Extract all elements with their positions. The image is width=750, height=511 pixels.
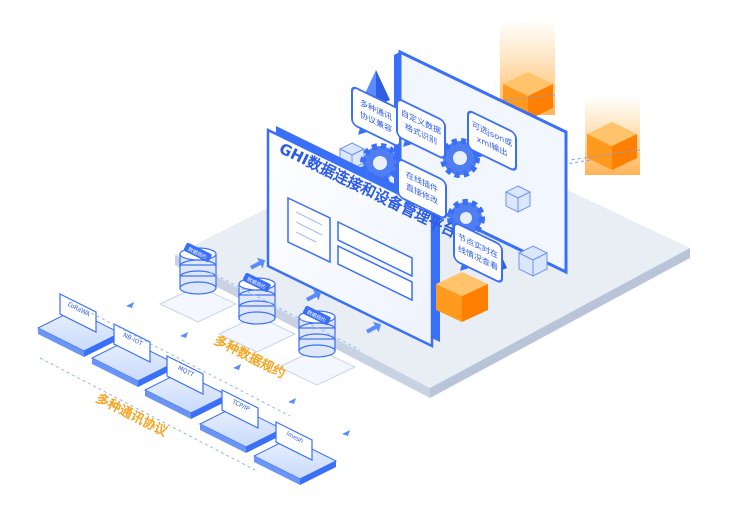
dashed-guide-lines [39,271,361,471]
device-base-side [138,363,174,387]
flow-arrow-icon [288,398,296,404]
database-tag [302,305,331,325]
flow-arrow-icon [233,364,241,370]
bubble-frame [453,222,503,283]
bubble-tail [404,199,414,207]
device-base-side [38,328,84,357]
database-layer-bottom [298,344,336,358]
flow-arrow-icon [342,430,350,436]
device-base-side [200,424,246,453]
device-card [275,421,313,461]
database-layer-bottom [238,311,276,325]
bubble-frame [396,98,446,159]
bubble-tail [460,263,470,271]
flow-arrows [249,257,382,334]
flow-arrow-icon [126,302,134,308]
device-card [59,293,97,333]
bubble-frame [397,158,447,219]
device-card [113,323,151,363]
database-cylinder: 数据规约 [217,272,297,353]
flow-arrow-icon [180,332,188,338]
device-base-side [300,461,336,485]
wireframe-cube-icon-3 [517,245,549,277]
database-cylinder: 数据规约 [158,242,238,323]
device-base-side [191,395,227,419]
device-base-side [254,456,300,485]
device-card [221,389,259,429]
protocol-device: lmesh [252,421,350,485]
device-base-side [84,333,120,357]
protocol-device: NB-IOT [90,323,188,387]
bubble-tail [403,139,413,147]
database-tag [183,242,212,262]
orange-cube-platform [436,272,488,322]
bubble-tail [358,127,368,135]
feature-bubbles: 多种通讯协议兼容自定义数据格式识别可选json或xml输出在线插件直接修改节点实… [351,86,517,283]
protocol-device: MQTT [143,355,241,419]
device-base-side [145,390,191,419]
database-cylinder: 数据规约 [277,305,357,386]
gear-icon-2 [440,138,480,178]
database-layer-bottom [179,281,217,295]
bubble-frame [467,110,517,171]
device-base-side [246,429,282,453]
orange-cube-2 [587,122,637,170]
database-tag [242,272,271,292]
device-base-side [92,358,138,387]
protocol-device: TCP/IP [198,389,296,453]
device-card [166,355,204,395]
wireframe-cube-icon-2 [504,185,532,213]
bubble-tail [474,151,484,159]
